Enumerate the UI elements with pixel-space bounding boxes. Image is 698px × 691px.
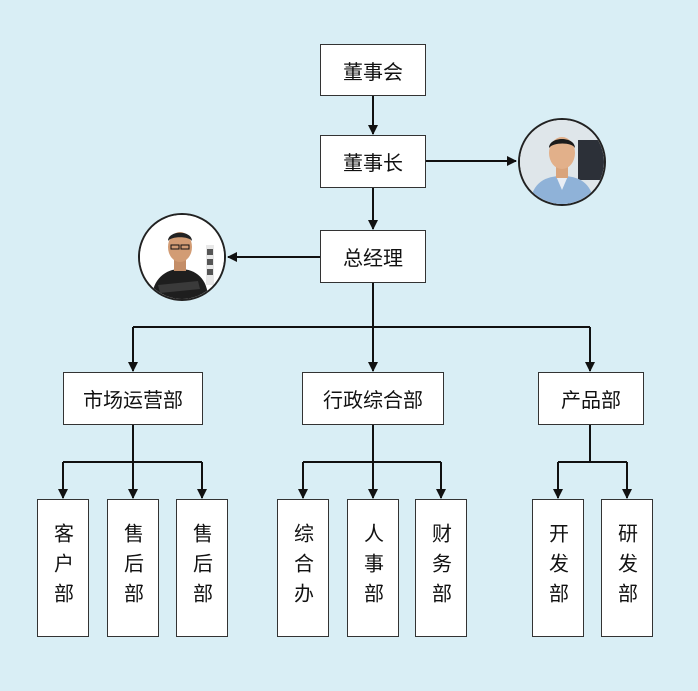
node-sub-customer: 客户部: [37, 499, 89, 637]
node-sub-aftersales-2: 售后部: [176, 499, 228, 637]
node-sub-aftersales-1: 售后部: [107, 499, 159, 637]
node-sub-office: 综合办: [277, 499, 329, 637]
node-dept-market: 市场运营部: [63, 372, 203, 425]
node-dept-admin: 行政综合部: [302, 372, 444, 425]
node-sub-research: 研发部: [601, 499, 653, 637]
chairman-portrait: [518, 118, 606, 206]
node-board: 董事会: [320, 44, 426, 96]
node-sub-hr: 人事部: [347, 499, 399, 637]
node-chairman: 董事长: [320, 135, 426, 188]
node-sub-develop: 开发部: [532, 499, 584, 637]
general-manager-portrait: [138, 213, 226, 301]
node-general-manager: 总经理: [320, 230, 426, 283]
node-sub-finance: 财务部: [415, 499, 467, 637]
node-dept-product: 产品部: [538, 372, 644, 425]
